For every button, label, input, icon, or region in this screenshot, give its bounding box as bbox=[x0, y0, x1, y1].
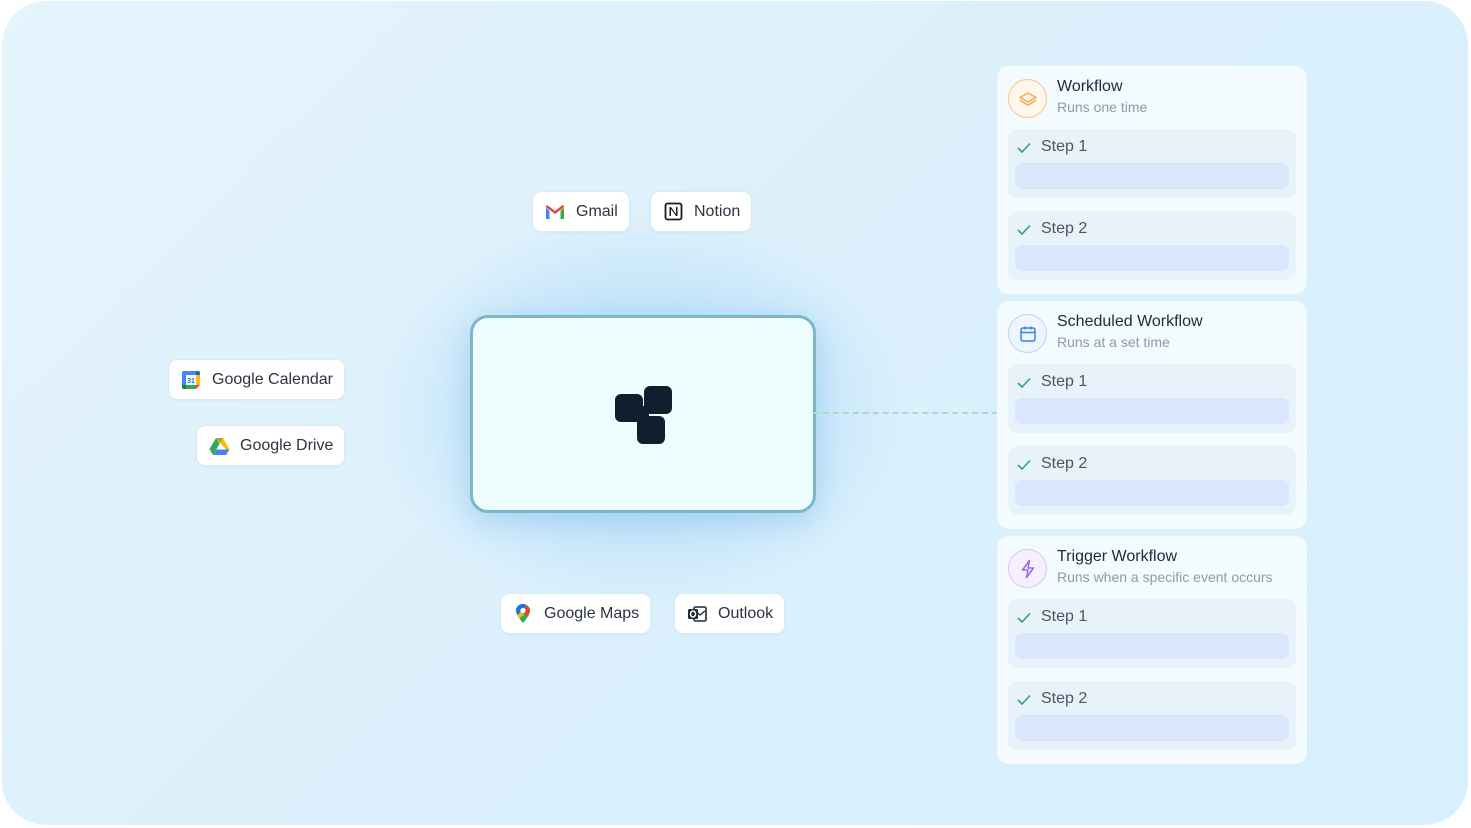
workflow-subtitle: Runs when a specific event occurs bbox=[1057, 569, 1273, 585]
step-label: Step 2 bbox=[1041, 220, 1088, 237]
integration-chip-google-calendar[interactable]: 31 Google Calendar bbox=[168, 359, 345, 400]
hub-connector-line bbox=[813, 412, 998, 414]
integration-label: Google Drive bbox=[240, 436, 334, 454]
integration-label: Outlook bbox=[718, 604, 774, 622]
step-label: Step 2 bbox=[1041, 690, 1088, 707]
integration-label: Google Maps bbox=[544, 604, 640, 622]
automation-hub[interactable] bbox=[470, 315, 816, 513]
app-logo-icon bbox=[615, 386, 672, 444]
workflow-step[interactable]: Step 2 bbox=[1008, 211, 1296, 280]
layers-icon bbox=[1008, 79, 1047, 118]
check-icon bbox=[1017, 224, 1031, 235]
outlook-icon bbox=[686, 603, 708, 625]
step-label: Step 2 bbox=[1041, 455, 1088, 472]
step-label: Step 1 bbox=[1041, 138, 1088, 155]
integration-chip-outlook[interactable]: Outlook bbox=[674, 593, 786, 634]
workflow-subtitle: Runs at a set time bbox=[1057, 334, 1170, 350]
check-icon bbox=[1017, 142, 1031, 153]
workflow-title: Trigger Workflow bbox=[1057, 548, 1178, 565]
step-label: Step 1 bbox=[1041, 608, 1088, 625]
step-placeholder-bar bbox=[1015, 715, 1289, 741]
workflow-card-one-time[interactable]: Workflow Runs one time Step 1 Step 2 bbox=[997, 66, 1307, 294]
calendar-date-text: 31 bbox=[187, 378, 195, 385]
integration-label: Google Calendar bbox=[212, 370, 333, 388]
step-placeholder-bar bbox=[1015, 398, 1289, 424]
step-placeholder-bar bbox=[1015, 163, 1289, 189]
google-maps-icon bbox=[512, 603, 534, 625]
workflow-step[interactable]: Step 2 bbox=[1008, 446, 1296, 515]
calendar-icon bbox=[1008, 314, 1047, 353]
lightning-icon bbox=[1008, 549, 1047, 588]
step-placeholder-bar bbox=[1015, 245, 1289, 271]
gmail-icon bbox=[544, 201, 566, 223]
integration-chip-google-maps[interactable]: Google Maps bbox=[500, 593, 652, 634]
check-icon bbox=[1017, 612, 1031, 623]
check-icon bbox=[1017, 459, 1031, 470]
step-placeholder-bar bbox=[1015, 480, 1289, 506]
integration-chip-gmail[interactable]: Gmail bbox=[532, 191, 630, 232]
integration-chip-google-drive[interactable]: Google Drive bbox=[196, 425, 346, 466]
workflow-card-scheduled[interactable]: Scheduled Workflow Runs at a set time St… bbox=[997, 301, 1307, 529]
notion-icon bbox=[662, 201, 684, 223]
workflow-title: Workflow bbox=[1057, 78, 1123, 95]
workflow-title: Scheduled Workflow bbox=[1057, 313, 1203, 330]
check-icon bbox=[1017, 377, 1031, 388]
google-drive-icon bbox=[208, 435, 230, 457]
integration-label: Notion bbox=[694, 202, 741, 220]
workflow-subtitle: Runs one time bbox=[1057, 99, 1148, 115]
workflow-step[interactable]: Step 1 bbox=[1008, 129, 1296, 198]
integration-chip-notion[interactable]: Notion bbox=[650, 191, 753, 232]
workflow-card-trigger[interactable]: Trigger Workflow Runs when a specific ev… bbox=[997, 536, 1307, 764]
workflow-step[interactable]: Step 1 bbox=[1008, 364, 1296, 433]
workflow-step[interactable]: Step 2 bbox=[1008, 681, 1296, 750]
check-icon bbox=[1017, 694, 1031, 705]
step-label: Step 1 bbox=[1041, 373, 1088, 390]
google-calendar-icon: 31 bbox=[180, 369, 202, 391]
integration-label: Gmail bbox=[576, 202, 618, 220]
workflow-step[interactable]: Step 1 bbox=[1008, 599, 1296, 668]
step-placeholder-bar bbox=[1015, 633, 1289, 659]
